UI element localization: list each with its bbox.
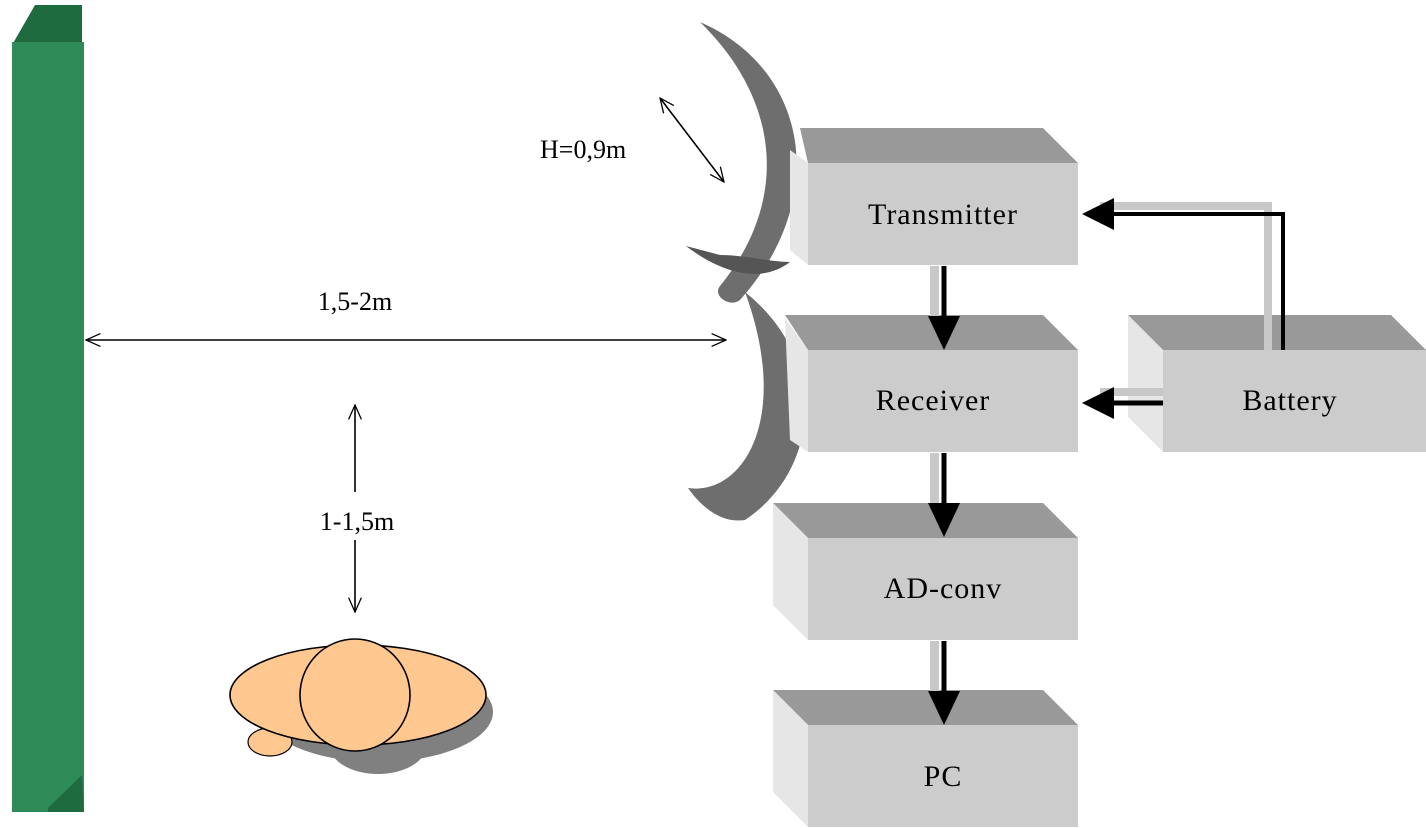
person-distance-label: 1-1,5m bbox=[320, 507, 394, 536]
transmitter-antenna bbox=[700, 22, 797, 303]
receiver-label: Receiver bbox=[876, 384, 991, 417]
arrow-battery-receiver bbox=[1082, 387, 1163, 419]
arrow-battery-transmitter bbox=[1082, 198, 1285, 350]
person-top-view bbox=[229, 638, 493, 774]
battery-label: Battery bbox=[1242, 384, 1337, 417]
antenna-height-arrow bbox=[660, 98, 724, 182]
person-head bbox=[299, 638, 411, 752]
ad-conv-block: AD-conv bbox=[773, 503, 1078, 640]
ad-conv-label: AD-conv bbox=[884, 572, 1003, 605]
flow-arrows bbox=[928, 198, 1285, 725]
receiver-antenna bbox=[688, 292, 806, 521]
transmitter-block: Transmitter bbox=[790, 128, 1078, 265]
antenna-height-label: H=0,9m bbox=[540, 135, 626, 164]
person-distance-dimension: 1-1,5m bbox=[320, 405, 394, 612]
battery-block: Battery bbox=[1128, 315, 1426, 452]
arrow-transmitter-receiver bbox=[928, 266, 960, 350]
arrow-receiver-adconv bbox=[928, 453, 960, 537]
wall-distance-dimension: 1,5-2m bbox=[86, 287, 726, 340]
pc-block: PC bbox=[773, 690, 1078, 827]
receiver-block: Receiver bbox=[785, 315, 1078, 452]
wall-distance-label: 1,5-2m bbox=[318, 287, 392, 316]
wall bbox=[12, 5, 84, 812]
antennas: H=0,9m bbox=[540, 22, 806, 521]
transmitter-label: Transmitter bbox=[868, 198, 1018, 231]
arrow-adconv-pc bbox=[928, 641, 960, 725]
pc-label: PC bbox=[924, 760, 963, 793]
